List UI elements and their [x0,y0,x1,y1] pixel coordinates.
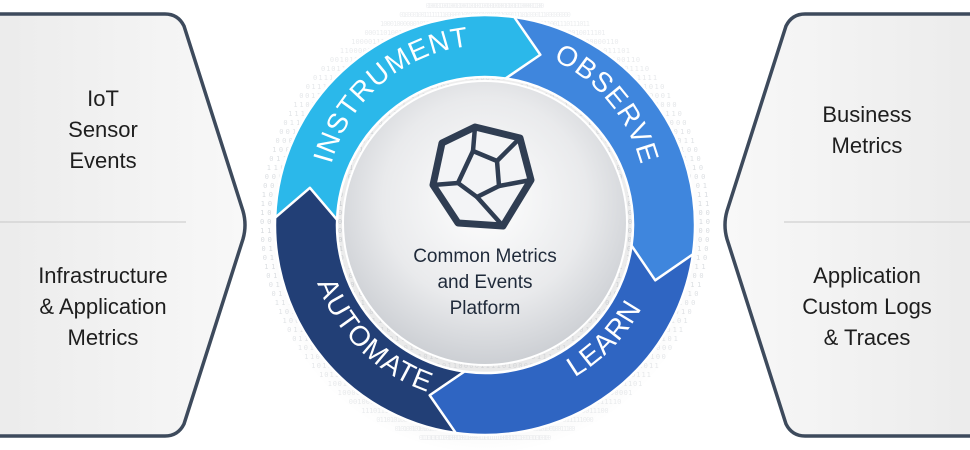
right-bottom-label: Application Custom Logs & Traces [802,263,932,350]
segment-instrument [273,13,542,222]
left-bottom-label: Infrastructure & Application Metrics [38,263,168,350]
dodecahedron-icon [429,123,535,230]
cycle-ring [273,13,697,437]
binary-row: 0100010110011000101000110010011001001001… [426,2,545,10]
right-top-label: Business Metrics [822,102,912,158]
left-top-label: IoT Sensor Events [68,86,138,173]
center-platform-label: Common Metrics and Events Platform [413,246,557,319]
segment-observe [488,13,697,282]
right-panel [723,12,970,438]
segment-learn [428,228,697,437]
left-panel [0,12,247,438]
